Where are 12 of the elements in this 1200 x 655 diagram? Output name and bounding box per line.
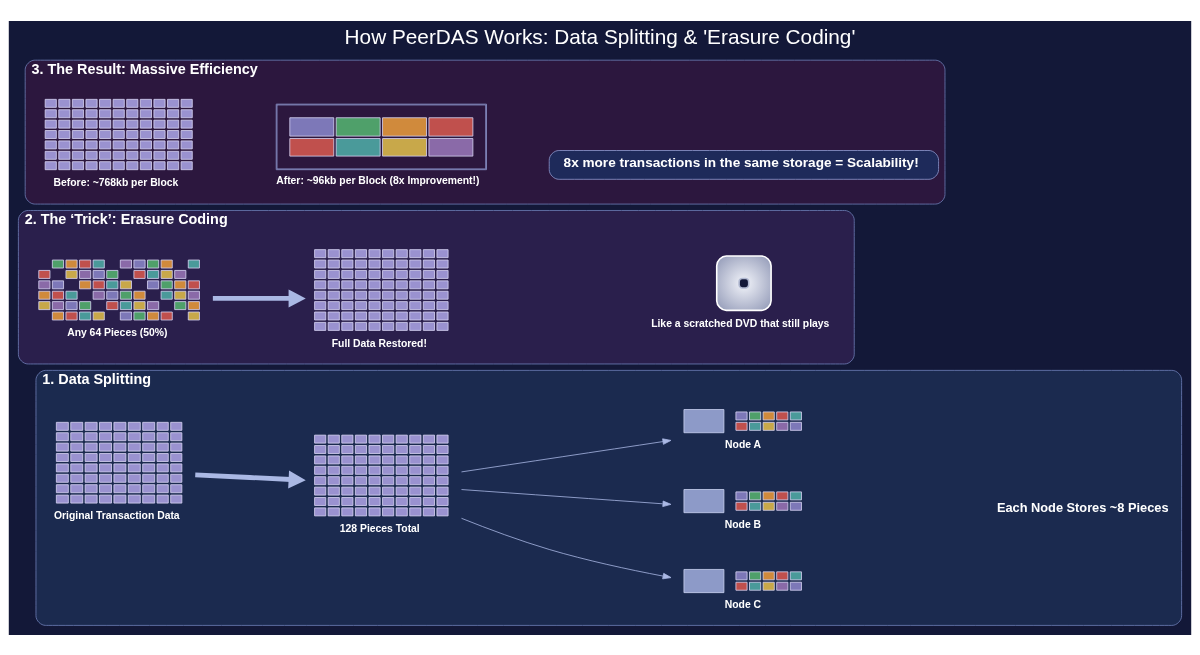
diagram-title: How PeerDAS Works: Data Splitting & 'Erasure Coding' [344,24,856,48]
node-label: Original Transaction Data [53,509,180,521]
node-label: Before: ~768kb per Block [53,176,179,188]
node-label: Node C [724,598,762,610]
node-label: After: ~96kb per Block (8x Improvement!) [276,174,480,186]
node-label: Node A [725,438,762,450]
node-label: Full Data Restored! [331,337,427,349]
node-label: Any 64 Pieces (50%) [67,326,168,338]
node-label: Node B [724,518,762,530]
node-label: Like a scratched DVD that still plays [651,317,830,329]
node-label: 128 Pieces Total [339,522,420,534]
label: Each Node Stores ~8 Pieces [996,499,1169,515]
